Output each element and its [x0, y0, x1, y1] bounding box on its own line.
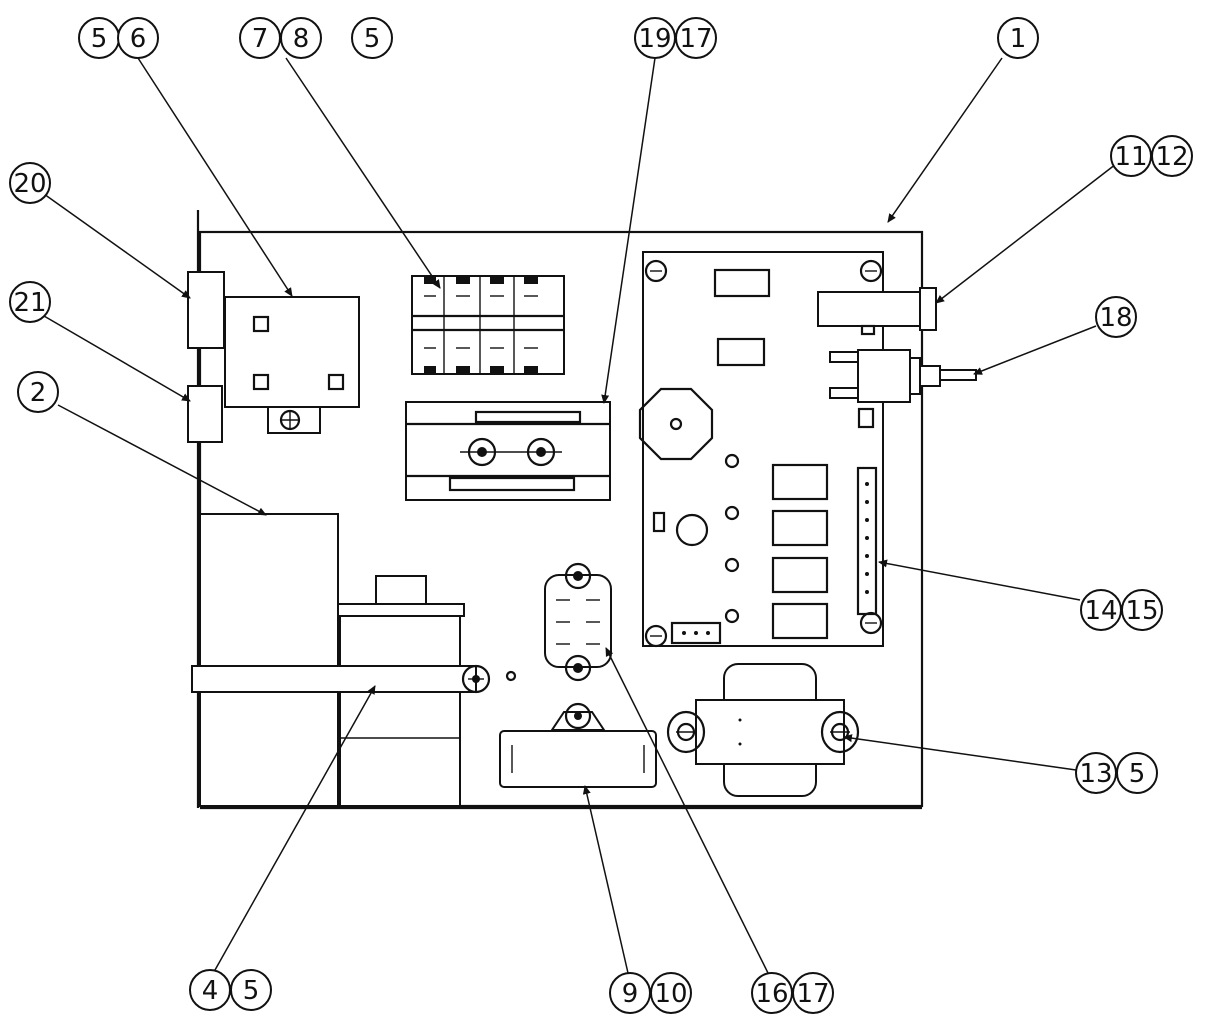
callout-number: 7: [252, 24, 269, 54]
callout-number: 10: [654, 979, 687, 1009]
callout-number: 19: [638, 24, 671, 54]
callout-19-17: 19 17: [634, 17, 717, 59]
callout-number: 21: [13, 288, 46, 318]
callout-number: 5: [1129, 759, 1146, 789]
callout-21: 21: [9, 281, 51, 323]
callout-number: 14: [1084, 596, 1117, 626]
callout-13-5: 13 5: [1075, 752, 1158, 794]
capacitor-housing-2: [199, 513, 339, 807]
callout-14-15: 14 15: [1080, 589, 1163, 631]
callout-number: 13: [1079, 759, 1112, 789]
callout-number: 5: [91, 24, 108, 54]
connector-bracket-11-12: [817, 287, 937, 336]
callout-number: 15: [1125, 596, 1158, 626]
leader-lines: [43, 57, 1117, 974]
callout-number: 20: [13, 169, 46, 199]
callout-number: 12: [1155, 142, 1188, 172]
callout-2: 2: [17, 371, 59, 413]
callout-number: 17: [679, 24, 712, 54]
terminal-block-7-8: [411, 275, 565, 375]
callout-number: 2: [30, 378, 47, 408]
callout-number: 17: [796, 979, 829, 1009]
callout-11-12: 11 12: [1110, 135, 1193, 177]
side-connector-21: [187, 385, 223, 443]
callout-number: 11: [1114, 142, 1147, 172]
callout-number: 1: [1010, 24, 1027, 54]
callout-number: 16: [755, 979, 788, 1009]
callout-7-8-5: 7 8 5: [239, 17, 393, 59]
callout-number: 5: [364, 24, 381, 54]
relay-block-5-6: [224, 296, 360, 434]
callout-20: 20: [9, 162, 51, 204]
callout-number: 8: [293, 24, 310, 54]
callout-16-17: 16 17: [751, 972, 834, 1014]
capacitor-4: [337, 575, 465, 807]
side-connector-20: [187, 271, 225, 349]
callout-number: 5: [243, 976, 260, 1006]
callout-number: 9: [622, 979, 639, 1009]
callout-9-10: 9 10: [609, 972, 692, 1014]
terminal-strip-19: [405, 401, 611, 501]
callout-number: 18: [1099, 303, 1132, 333]
mounting-strap-4: [191, 664, 517, 694]
rectifier-module-16: [544, 562, 612, 682]
callout-1: 1: [997, 17, 1039, 59]
callout-number: 4: [202, 976, 219, 1006]
callout-5-6: 5 6: [78, 17, 159, 59]
transformer-13: [666, 663, 860, 797]
callout-number: 6: [130, 24, 147, 54]
callout-18: 18: [1095, 296, 1137, 338]
toggle-switch-18: [829, 349, 977, 403]
resistor-block-9-10: [499, 702, 657, 788]
callout-4-5: 4 5: [189, 969, 272, 1011]
